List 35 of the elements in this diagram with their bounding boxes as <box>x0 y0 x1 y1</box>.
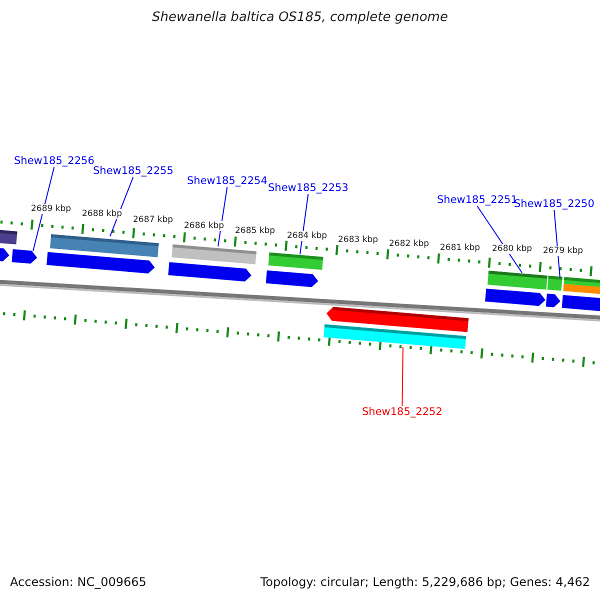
gene-block <box>46 252 155 274</box>
gene-block <box>546 294 560 308</box>
gene-block <box>268 252 324 270</box>
scale-label: 2685 kbp <box>235 226 276 236</box>
gene-label: Shew185_2255 <box>93 165 174 177</box>
gene-block <box>12 249 38 264</box>
leader-line <box>300 194 309 255</box>
gene-block <box>50 234 159 258</box>
gene-block <box>326 306 469 332</box>
gene-block <box>0 229 18 244</box>
scale-label: 2681 kbp <box>440 243 480 253</box>
scale-label: 2684 kbp <box>287 231 328 241</box>
genome-summary-text: Topology: circular; Length: 5,229,686 bp; Genes: 4,462 <box>260 575 590 589</box>
gene-block <box>168 262 252 282</box>
accession-text: Accession: NC_009665 <box>10 575 146 589</box>
leader-line <box>402 346 404 406</box>
gene-block <box>547 276 562 291</box>
gene-block <box>0 247 10 262</box>
scale-label: 2680 kbp <box>492 244 532 254</box>
gene-block <box>563 284 600 295</box>
gene-label: Shew185_2256 <box>14 155 94 167</box>
scale-label: 2686 kbp <box>184 221 224 231</box>
scale-label: 2689 kbp <box>31 204 72 214</box>
scale-label: 2683 kbp <box>338 235 378 245</box>
title: Shewanella baltica OS185, complete genome <box>151 10 449 25</box>
scale-label: 2687 kbp <box>133 215 174 225</box>
gene-block <box>266 270 318 288</box>
gene-label: Shew185_2253 <box>268 182 348 194</box>
gene-label: Shew185_2254 <box>187 175 268 187</box>
scale-label: 2679 kbp <box>543 246 584 256</box>
gene-block <box>172 244 256 264</box>
gene-label: Shew185_2252 <box>362 406 442 418</box>
scale-label: 2682 kbp <box>389 239 430 249</box>
scale-label: 2688 kbp <box>82 209 122 219</box>
leader-line <box>32 166 55 252</box>
